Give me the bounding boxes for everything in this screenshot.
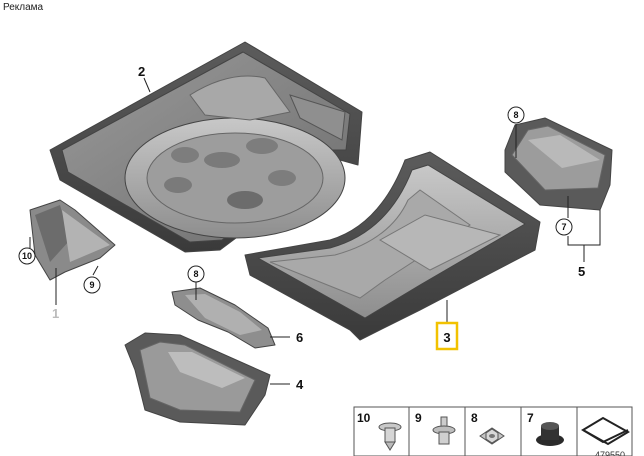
callout-4: 4 xyxy=(296,377,304,392)
legend-number-8: 8 xyxy=(471,411,478,425)
callout-8-mid: 8 xyxy=(187,265,205,283)
callout-7: 7 xyxy=(555,218,573,236)
corner-tray xyxy=(504,117,613,211)
legend-number-9: 9 xyxy=(415,411,422,425)
svg-text:10: 10 xyxy=(22,251,32,261)
push-rivet-icon xyxy=(378,422,402,451)
floor-panel-icon xyxy=(581,416,630,446)
expanding-clip-icon xyxy=(432,416,456,445)
side-bracket xyxy=(29,199,116,281)
fastener-legend: 10 9 8 7 xyxy=(353,406,633,456)
reference-number: 479550 xyxy=(595,450,625,456)
callout-10: 10 xyxy=(18,247,36,265)
legend-number-10: 10 xyxy=(357,411,371,425)
svg-text:8: 8 xyxy=(513,110,518,120)
callout-5: 5 xyxy=(578,264,585,279)
callout-2: 2 xyxy=(138,64,145,79)
callout-8-right: 8 xyxy=(507,106,525,124)
legend-number-7: 7 xyxy=(527,411,534,425)
callout-6: 6 xyxy=(296,330,303,345)
svg-text:9: 9 xyxy=(89,280,94,290)
callout-9: 9 xyxy=(83,276,101,294)
ad-label: Реклама xyxy=(3,2,44,13)
leader-2 xyxy=(143,77,151,93)
rubber-grommet-icon xyxy=(536,422,564,446)
spare-wheel-tray xyxy=(49,41,363,253)
leader-9 xyxy=(92,265,99,276)
callout-3-highlight: 3 xyxy=(435,321,459,351)
storage-tray xyxy=(244,151,541,341)
small-storage-box xyxy=(124,332,271,426)
hex-nut-icon xyxy=(479,427,505,445)
reinforcement-strip xyxy=(171,287,276,349)
svg-text:3: 3 xyxy=(443,330,450,345)
leader-5-bracket xyxy=(567,210,601,246)
svg-text:7: 7 xyxy=(561,222,566,232)
callout-1: 1 xyxy=(52,306,59,321)
svg-text:8: 8 xyxy=(193,269,198,279)
